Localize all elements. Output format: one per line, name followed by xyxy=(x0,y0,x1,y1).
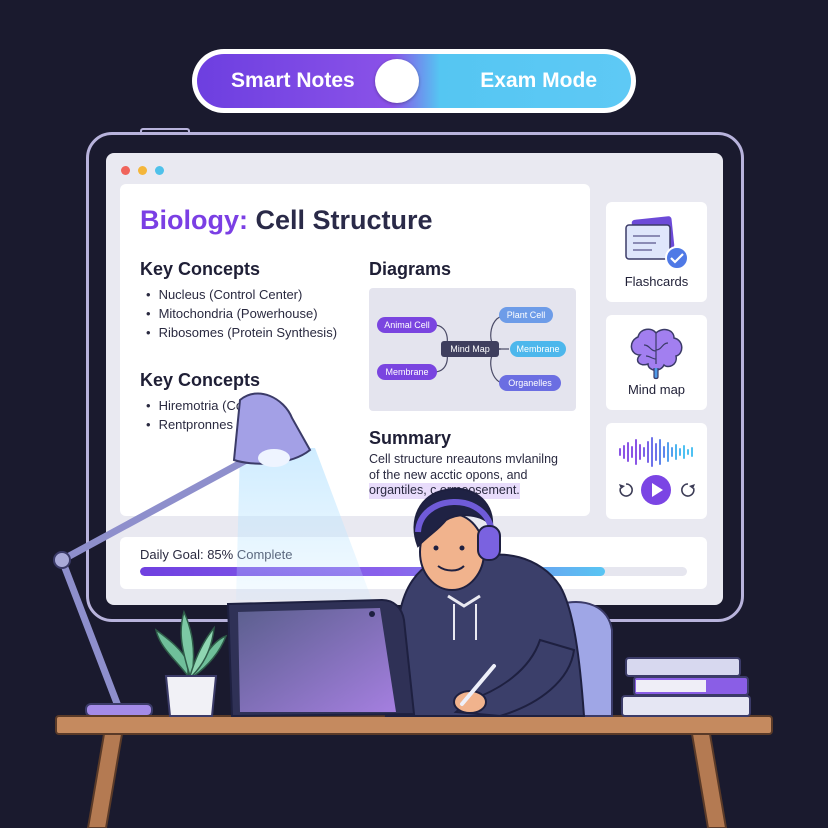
mind-map-node-organelles[interactable]: Organelles xyxy=(499,375,561,391)
daily-goal-text: Daily Goal: 85% Complete xyxy=(140,547,293,562)
list-item: Hiremotria (Co xyxy=(146,396,249,415)
summary-line: Cell structure nreautons mvlanilng xyxy=(369,452,558,466)
key-concepts-heading-2: Key Concepts xyxy=(140,370,261,390)
desk xyxy=(55,715,773,828)
mind-map-node-animal-cell[interactable]: Animal Cell xyxy=(377,317,437,333)
potted-plant xyxy=(154,609,228,717)
book-stack xyxy=(621,657,751,717)
smart-notes-label: Smart Notes xyxy=(231,69,355,92)
window-close-dot[interactable] xyxy=(121,166,130,175)
page-title: Biology: Cell Structure xyxy=(140,205,433,236)
title-topic: Cell Structure xyxy=(255,205,433,235)
summary-line: of the new acctic opons, and xyxy=(369,467,528,482)
mind-map-label: Mind map xyxy=(627,382,686,397)
key-concepts-heading: Key Concepts xyxy=(140,259,261,279)
exam-mode-label: Exam Mode xyxy=(480,69,597,92)
mind-map-center-node[interactable]: Mind Map xyxy=(441,341,499,357)
window-minimize-dot[interactable] xyxy=(138,166,147,175)
toggle-knob[interactable] xyxy=(375,59,419,103)
flashcards-label: Flashcards xyxy=(624,274,689,289)
list-item: Ribosomes (Protein Synthesis) xyxy=(146,323,337,342)
audio-waveform-icon xyxy=(619,437,693,467)
monitor-notch xyxy=(140,128,190,134)
rewind-icon[interactable] xyxy=(618,482,634,498)
daily-goal-progress-track xyxy=(140,567,687,576)
mind-map-card[interactable]: Mind map xyxy=(606,315,707,410)
mind-map-node-membrane-right[interactable]: Membrane xyxy=(510,341,566,357)
summary-text: Cell structure nreautons mvlanilng of th… xyxy=(369,452,584,499)
audio-card[interactable] xyxy=(606,423,707,519)
window-maximize-dot[interactable] xyxy=(155,166,164,175)
daily-goal-progress-fill xyxy=(140,567,605,576)
diagrams-heading: Diagrams xyxy=(369,259,452,279)
mode-toggle[interactable]: Smart Notes Exam Mode xyxy=(192,49,636,113)
key-concepts-list: Nucleus (Control Center) Mitochondria (P… xyxy=(146,285,337,342)
mind-map-diagram[interactable]: Animal Cell Membrane Mind Map Plant Cell… xyxy=(369,288,576,411)
key-concepts-list-2: Hiremotria (Co Rentpronnes (F xyxy=(146,396,249,434)
summary-line: organtiles, c ormoosement. xyxy=(369,483,520,499)
mind-map-node-membrane-left[interactable]: Membrane xyxy=(377,364,437,380)
daily-goal-panel xyxy=(120,537,707,589)
list-item: Nucleus (Control Center) xyxy=(146,285,337,304)
flashcards-icon xyxy=(625,216,689,270)
forward-icon[interactable] xyxy=(680,482,696,498)
mind-map-node-plant-cell[interactable]: Plant Cell xyxy=(499,307,553,323)
flashcards-card[interactable]: Flashcards xyxy=(606,202,707,302)
play-icon[interactable] xyxy=(641,475,671,505)
title-subject: Biology: xyxy=(140,205,248,235)
brain-icon xyxy=(630,328,683,380)
list-item: Mitochondria (Powerhouse) xyxy=(146,304,337,323)
summary-heading: Summary xyxy=(369,428,452,448)
list-item: Rentpronnes (F xyxy=(146,415,249,434)
